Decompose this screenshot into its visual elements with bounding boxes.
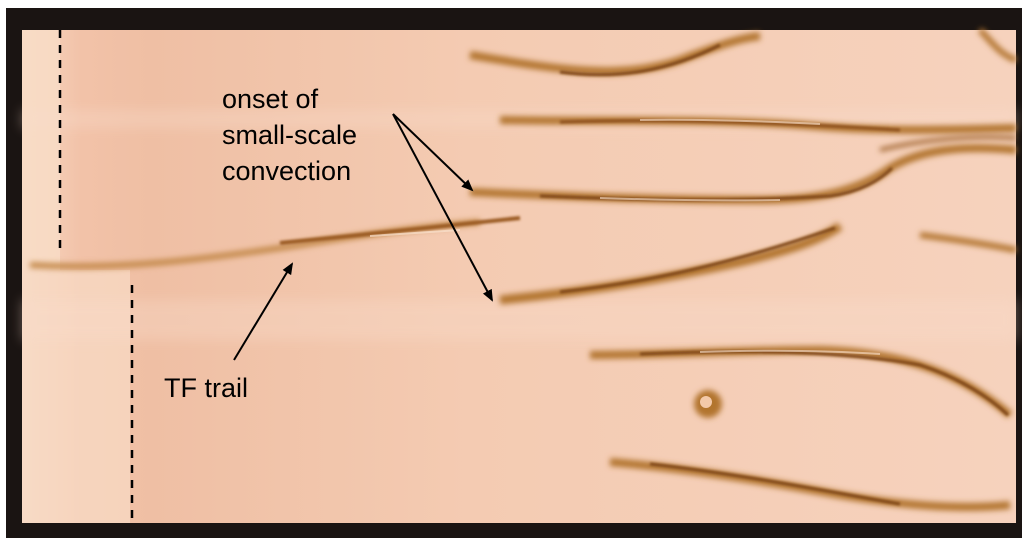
blob-feature	[694, 390, 722, 418]
field-panel	[22, 30, 1016, 523]
trail-label: TF trail	[164, 373, 248, 403]
onset-label-line-1: onset of	[222, 84, 319, 114]
onset-label-line-2: small-scale	[222, 120, 357, 150]
onset-label-line-3: convection	[222, 156, 351, 186]
